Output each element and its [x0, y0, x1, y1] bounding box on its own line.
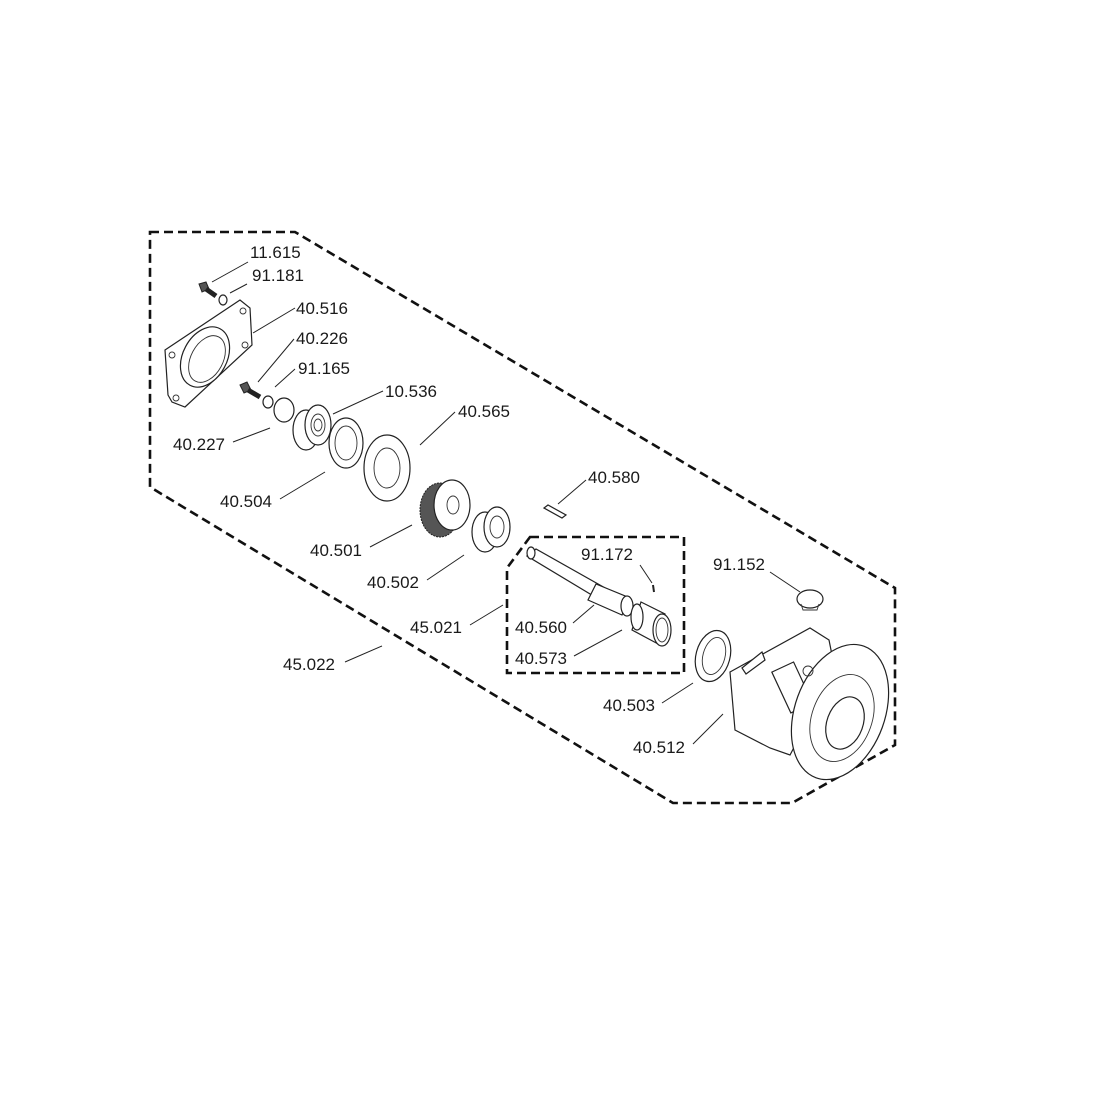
- key-40580[interactable]: [542, 504, 568, 519]
- washer-91165[interactable]: [262, 395, 274, 409]
- label-40227: 40.227: [173, 435, 225, 454]
- cap-91152[interactable]: [796, 589, 824, 611]
- label-40503: 40.503: [603, 696, 655, 715]
- label-45021: 45.021: [410, 618, 462, 637]
- label-40501: 40.501: [310, 541, 362, 560]
- label-91165: 91.165: [298, 359, 350, 378]
- screw-40226[interactable]: [239, 381, 262, 400]
- label-10536: 10.536: [385, 382, 437, 401]
- label-11615: 11.615: [250, 243, 301, 262]
- label-40504: 40.504: [220, 492, 272, 511]
- housing-40512[interactable]: [729, 627, 906, 793]
- label-45022: 45.022: [283, 655, 335, 674]
- bearing-40502[interactable]: [471, 506, 511, 553]
- sleeve-40573[interactable]: [630, 601, 672, 647]
- label-40516: 40.516: [296, 299, 348, 318]
- leader-lines: [211, 261, 801, 745]
- bearing-cover-40516[interactable]: [164, 299, 253, 408]
- label-40565: 40.565: [458, 402, 510, 421]
- label-91152: 91.152: [713, 555, 765, 574]
- label-40573: 40.573: [515, 649, 567, 668]
- label-40512: 40.512: [633, 738, 685, 757]
- label-40502: 40.502: [367, 573, 419, 592]
- label-91172: 91.172: [581, 545, 633, 564]
- label-91181: 91.181: [252, 266, 304, 285]
- washer-91181[interactable]: [218, 294, 228, 306]
- shaft-40560[interactable]: [525, 546, 634, 617]
- disc-40227[interactable]: [273, 397, 295, 423]
- label-40560: 40.560: [515, 618, 567, 637]
- label-40226: 40.226: [296, 329, 348, 348]
- label-40580: 40.580: [588, 468, 640, 487]
- pin-91172[interactable]: [652, 584, 655, 593]
- seal-40503[interactable]: [690, 626, 736, 685]
- bearing-10536[interactable]: [292, 404, 332, 451]
- gear-40501[interactable]: [419, 479, 471, 538]
- washer-40565[interactable]: [363, 434, 411, 502]
- washer-40504[interactable]: [328, 417, 364, 469]
- screw-11615[interactable]: [198, 281, 218, 299]
- assembly-45021-outline: [505, 535, 686, 675]
